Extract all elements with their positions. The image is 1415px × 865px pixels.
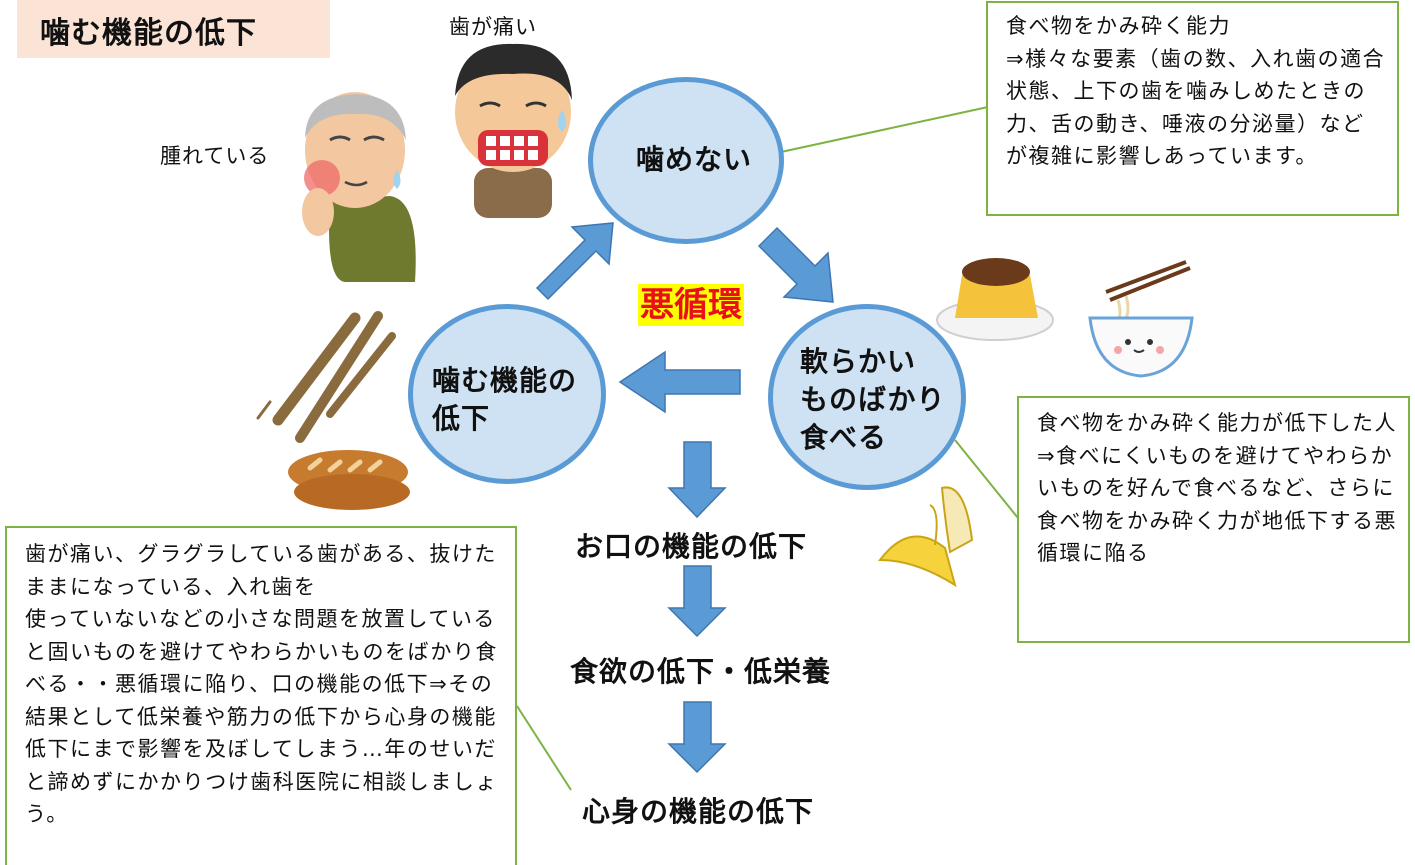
banana-icon [877, 486, 974, 588]
arrow-to-chewing-decline [618, 350, 741, 414]
elderly-swollen-cheek-icon [302, 92, 416, 282]
soft-food-line-2: ものばかり [800, 383, 946, 416]
swollen-label: 腫れている [160, 144, 270, 168]
chewing-decline-line-1: 噛む機能の [432, 364, 578, 397]
chewing-decline-text: 噛む機能の 低下 [432, 362, 577, 438]
flow-mind-body-decline: 心身の機能の低下 [582, 795, 815, 828]
callout-mid-right: 食べ物をかみ砕く能力が低下した人 ⇒食べにくいものを避けてやわらかいものを好んで… [1017, 396, 1410, 643]
connector-mid-right [954, 439, 1019, 519]
soft-food-line-1: 軟らかい [800, 345, 917, 378]
flow-appetite-decline: 食欲の低下・低栄養 [570, 655, 832, 688]
toothache-label: 歯が痛い [449, 15, 537, 39]
man-toothache-icon [455, 43, 572, 218]
circle-cannot-chew [588, 77, 784, 244]
arrow-down-3 [667, 701, 727, 774]
soft-food-line-3: 食べる [800, 421, 888, 454]
title-banner [17, 0, 330, 58]
arrow-down-2 [667, 565, 727, 638]
pudding-icon [936, 258, 1054, 341]
circle-soft-food [768, 304, 966, 490]
noodle-bowl-icon [1088, 260, 1194, 378]
arrow-down-1 [667, 441, 727, 519]
callout-bottom-left: 歯が痛い、グラグラしている歯がある、抜けたままになっている、入れ歯を 使っていな… [5, 526, 517, 865]
chewing-decline-line-2: 低下 [432, 402, 491, 435]
arrow-to-soft-food [757, 226, 834, 303]
connector-top-right [780, 106, 989, 153]
arrow-to-cannot-chew [535, 222, 614, 301]
connector-bottom-left [516, 705, 572, 791]
circle-chewing-decline [408, 304, 606, 484]
cannot-chew-text: 噛めない [636, 143, 753, 176]
vicious-cycle-label: 悪循環 [638, 284, 744, 326]
page-title: 噛む機能の低下 [40, 16, 257, 51]
burdock-root-icon [256, 311, 396, 443]
callout-top-right: 食べ物をかみ砕く能力 ⇒様々な要素（歯の数、入れ歯の適合状態、上下の歯を噛みしめ… [986, 1, 1399, 216]
soft-food-text: 軟らかい ものばかり 食べる [800, 343, 946, 457]
baguette-icon [288, 450, 410, 510]
flow-oral-decline: お口の機能の低下 [575, 530, 808, 563]
